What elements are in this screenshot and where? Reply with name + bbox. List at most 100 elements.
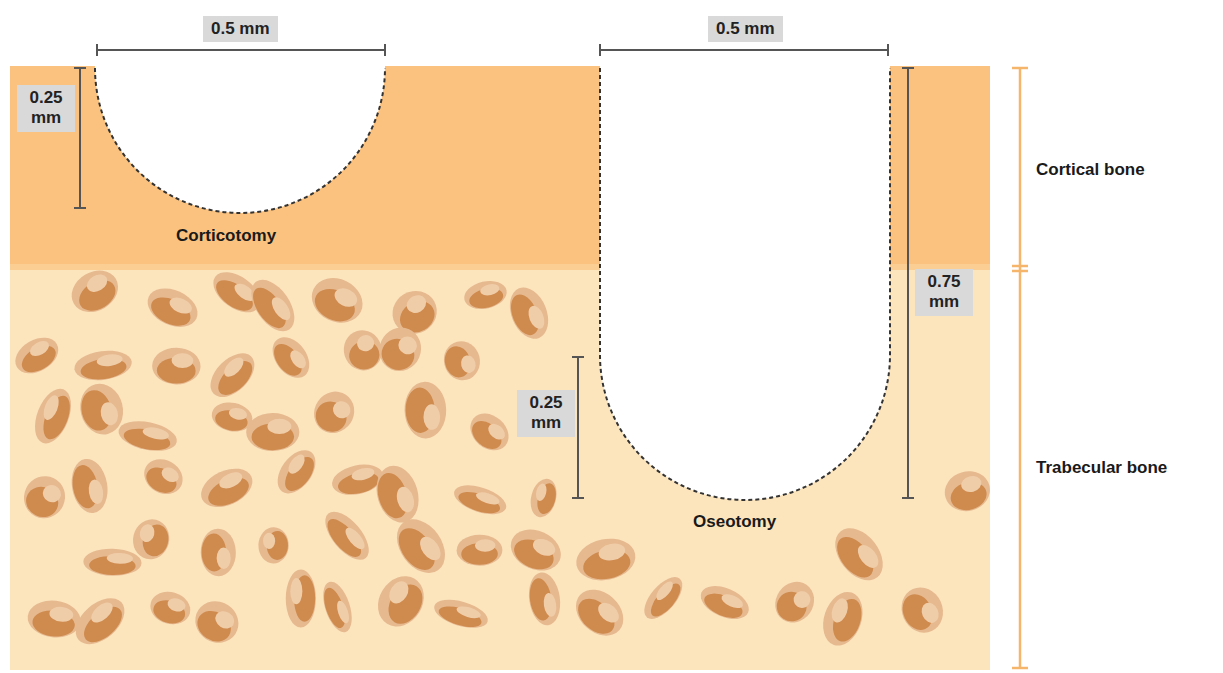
trabecula [73, 347, 134, 383]
trabecula-highlight [534, 482, 548, 502]
trabecula-core [509, 534, 558, 575]
trabecula-highlight [475, 490, 501, 507]
layer-bracket [1012, 68, 1028, 668]
trabecula-shape [440, 337, 484, 384]
trabecula-highlight [350, 466, 375, 482]
trabecula [83, 548, 142, 577]
trabecula-core [212, 355, 258, 401]
trabecula [306, 384, 362, 441]
trabecula-highlight [525, 304, 547, 332]
trabecula [68, 456, 112, 516]
trabecula-core [701, 589, 746, 623]
osteotomy-outline [600, 68, 890, 500]
trabecula-shape [567, 580, 633, 645]
trabecula-shape [258, 527, 289, 564]
trabecula [265, 330, 317, 385]
trabecula-core [646, 579, 686, 621]
trabecula-shape [187, 593, 246, 651]
dimension-lines [74, 44, 914, 498]
dimension-line [600, 44, 888, 56]
trabecula [9, 330, 65, 380]
trabecula-highlight [330, 398, 354, 422]
trabecula-shape [696, 579, 754, 625]
trabecula-highlight [653, 579, 675, 603]
dimension-box: 0.25 mm [517, 390, 575, 437]
trabecula [270, 443, 323, 500]
trabecula-highlight [84, 271, 111, 295]
trabecula-highlight [88, 599, 117, 627]
trabecula-shape [370, 461, 425, 528]
trabecula-shape [318, 578, 358, 636]
dimension-value: 0.75 mm [923, 272, 965, 313]
dimension-line [74, 68, 86, 208]
trabecula-highlight [403, 292, 429, 317]
trabecula-core [142, 462, 181, 498]
dimension-value: 0.5 mm [211, 19, 270, 39]
trabecula [503, 282, 556, 345]
trabecula [372, 321, 428, 378]
trabecula-shape [67, 589, 133, 653]
trabecula-highlight [287, 347, 309, 371]
trabecula-highlight [416, 533, 445, 564]
trabecula [404, 381, 447, 439]
trabecula [202, 345, 262, 405]
trabecula-core [322, 514, 367, 563]
trabecula-highlight [107, 553, 133, 565]
trabecula [116, 416, 180, 455]
trabecula-shape [826, 519, 893, 589]
trabecula-highlight [594, 599, 622, 627]
layer-label: Cortical bone [1036, 160, 1145, 180]
trabecula [816, 587, 869, 651]
trabecula [258, 527, 289, 564]
trabecula-shape [243, 272, 304, 339]
trabecula [246, 413, 299, 451]
trabecula-core [382, 578, 430, 630]
trabecula [26, 598, 83, 640]
trabecula-highlight [166, 596, 187, 613]
trabecula-shape [527, 476, 561, 520]
trabecula [286, 569, 316, 627]
dimension-value: 0.25 mm [525, 393, 567, 434]
trabecula-core [456, 488, 503, 518]
trabecula-highlight [829, 596, 851, 624]
trabecula-highlight [959, 474, 983, 495]
trabecula [152, 347, 201, 384]
trabecula [573, 534, 640, 586]
trabecula [456, 534, 502, 565]
trabecula-core [377, 334, 420, 375]
trabecula-shape [304, 270, 370, 331]
trabecula-shape [637, 571, 689, 626]
trabecula [304, 270, 370, 331]
trabecula-shape [387, 510, 455, 582]
trabecula-highlight [171, 353, 193, 368]
trabecula-highlight [919, 600, 942, 626]
corticotomy-outline [95, 68, 385, 213]
trabecula-shape [573, 534, 640, 586]
trabecula [369, 568, 433, 635]
trabecula [567, 580, 633, 645]
trabecula [138, 452, 189, 500]
bracket-line [1012, 68, 1028, 668]
trabecula-highlight [40, 482, 64, 505]
trabecula-highlight [212, 608, 237, 632]
trabecula-shape [286, 569, 316, 627]
trabecula-shape [451, 480, 510, 520]
trabecula [440, 337, 484, 384]
trabecula [526, 570, 564, 627]
dimension-box: 0.5 mm [203, 16, 278, 42]
trabecula-highlight [396, 334, 420, 358]
trabecula-shape [404, 381, 447, 439]
dimension-box: 0.25 mm [17, 85, 75, 132]
trabecula [67, 589, 133, 653]
trabecula-shape [152, 347, 201, 384]
trabecula-shape [940, 466, 994, 516]
trabecula-core [279, 452, 319, 496]
trabecula [767, 574, 822, 630]
trabecula [28, 384, 78, 449]
trabecula [370, 461, 425, 528]
trabecula-core [828, 595, 867, 645]
trabecula-shape [767, 574, 822, 630]
trabecula-shape [526, 570, 564, 627]
trabecula [637, 571, 689, 626]
trabecula [826, 519, 893, 589]
